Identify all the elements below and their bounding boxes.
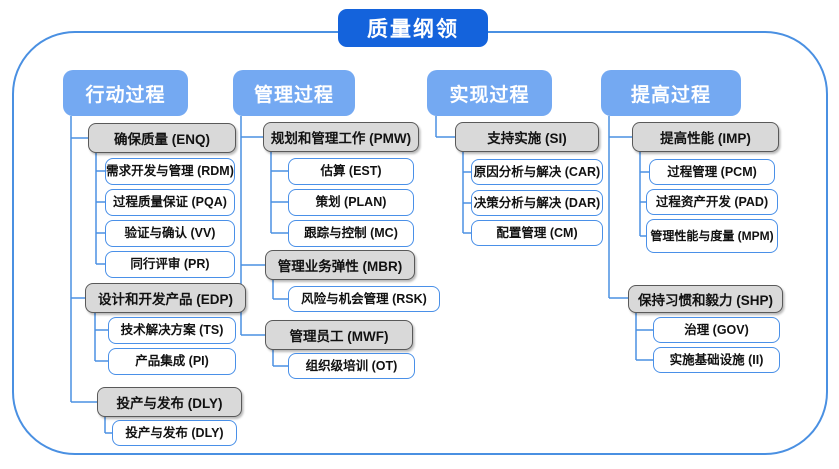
group-node-imp: 提高性能 (IMP)	[632, 122, 779, 152]
diagram-title: 质量纲领	[338, 9, 488, 47]
leaf-node-plan: 策划 (PLAN)	[288, 189, 414, 216]
leaf-node-rdm: 需求开发与管理 (RDM)	[105, 158, 235, 185]
leaf-node-ii: 实施基础设施 (II)	[653, 347, 780, 373]
leaf-node-gov: 治理 (GOV)	[653, 317, 780, 343]
leaf-node-pad: 过程资产开发 (PAD)	[646, 189, 778, 215]
leaf-node-ot: 组织级培训 (OT)	[288, 353, 415, 379]
column-header-management-process: 管理过程	[233, 70, 355, 116]
leaf-node-vv: 验证与确认 (VV)	[105, 220, 235, 247]
group-node-si: 支持实施 (SI)	[455, 122, 599, 152]
group-node-enq: 确保质量 (ENQ)	[88, 123, 236, 153]
leaf-node-est: 估算 (EST)	[288, 158, 414, 185]
leaf-node-rsk: 风险与机会管理 (RSK)	[288, 286, 440, 312]
group-node-mbr: 管理业务弹性 (MBR)	[265, 250, 415, 280]
group-node-mwf: 管理员工 (MWF)	[265, 320, 413, 350]
group-node-shp: 保持习惯和毅力 (SHP)	[628, 285, 783, 313]
column-header-action-process: 行动过程	[63, 70, 188, 116]
column-header-improvement-process: 提高过程	[601, 70, 741, 116]
column-header-realization-process: 实现过程	[427, 70, 552, 116]
leaf-node-pi: 产品集成 (PI)	[108, 348, 236, 375]
leaf-node-pqa: 过程质量保证 (PQA)	[105, 189, 235, 216]
leaf-node-car: 原因分析与解决 (CAR)	[471, 159, 603, 185]
leaf-node-dly: 投产与发布 (DLY)	[112, 420, 237, 446]
leaf-node-pcm: 过程管理 (PCM)	[649, 159, 775, 185]
leaf-node-dar: 决策分析与解决 (DAR)	[471, 190, 603, 216]
leaf-node-pr: 同行评审 (PR)	[105, 251, 235, 278]
group-node-edp: 设计和开发产品 (EDP)	[85, 283, 246, 313]
leaf-node-mpm: 管理性能与度量 (MPM)	[646, 219, 778, 253]
leaf-node-ts: 技术解决方案 (TS)	[108, 317, 236, 344]
group-node-pmw: 规划和管理工作 (PMW)	[263, 122, 419, 152]
leaf-node-mc: 跟踪与控制 (MC)	[288, 220, 414, 247]
group-node-dly: 投产与发布 (DLY)	[97, 387, 242, 417]
leaf-node-cm: 配置管理 (CM)	[471, 220, 603, 246]
